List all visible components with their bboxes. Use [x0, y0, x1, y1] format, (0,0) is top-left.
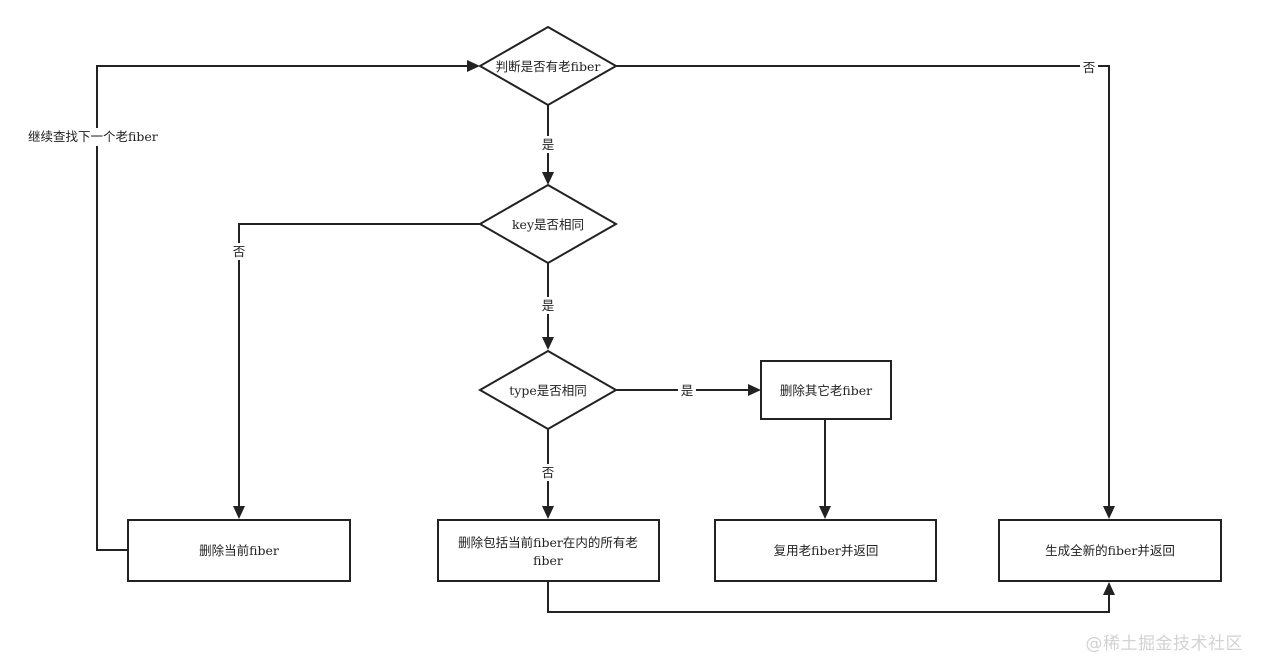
edge-label-has-old-no: 否	[1083, 60, 1096, 75]
edge-continue-search	[96, 65, 468, 551]
edge-label-key-yes: 是	[542, 298, 555, 313]
edge-label-type-yes: 是	[681, 383, 694, 398]
process-delete-all-label-line1: 删除包括当前fiber在内的所有老	[458, 535, 638, 550]
arrow-type-yes	[748, 384, 761, 396]
process-delete-all-label-line2: fiber	[533, 553, 563, 568]
arrow-has-old-no	[1103, 506, 1115, 519]
arrow-type-no	[542, 506, 554, 519]
process-delete-current-label: 删除当前fiber	[199, 543, 279, 558]
process-delete-current: 删除当前fiber	[127, 519, 351, 582]
process-reuse-old-label: 复用老fiber并返回	[774, 543, 879, 558]
arrow-delete-all-create	[1103, 582, 1115, 595]
decision-type-same: type是否相同	[477, 349, 619, 431]
watermark: @稀土掘金技术社区	[1085, 634, 1243, 654]
decision-type-same-label: type是否相同	[509, 383, 586, 398]
edge-key-no	[238, 223, 480, 507]
decision-has-old-fiber: 判断是否有老fiber	[477, 25, 619, 107]
process-delete-others: 删除其它老fiber	[760, 360, 892, 420]
process-delete-others-label: 删除其它老fiber	[780, 383, 872, 398]
edge-label-key-no: 否	[233, 244, 246, 259]
process-create-new-label: 生成全新的fiber并返回	[1045, 543, 1175, 558]
arrow-key-yes	[542, 337, 554, 350]
edge-label-continue-search: 继续查找下一个老fiber	[28, 129, 158, 144]
edge-label-type-no: 否	[542, 465, 555, 480]
edge-label-has-old-yes: 是	[542, 137, 555, 152]
decision-has-old-fiber-label: 判断是否有老fiber	[496, 59, 601, 74]
decision-key-same-label: key是否相同	[512, 217, 584, 232]
edge-delete-all-create	[547, 581, 1110, 613]
decision-key-same: key是否相同	[477, 183, 619, 265]
edge-has-old-no	[616, 65, 1110, 507]
arrow-delete-others-reuse	[819, 506, 831, 519]
process-delete-all: 删除包括当前fiber在内的所有老 fiber	[437, 519, 660, 582]
process-create-new: 生成全新的fiber并返回	[998, 519, 1222, 582]
arrow-continue-search	[467, 60, 480, 72]
arrow-key-no	[233, 506, 245, 519]
process-reuse-old: 复用老fiber并返回	[714, 519, 937, 582]
arrow-has-old-yes	[542, 172, 554, 185]
